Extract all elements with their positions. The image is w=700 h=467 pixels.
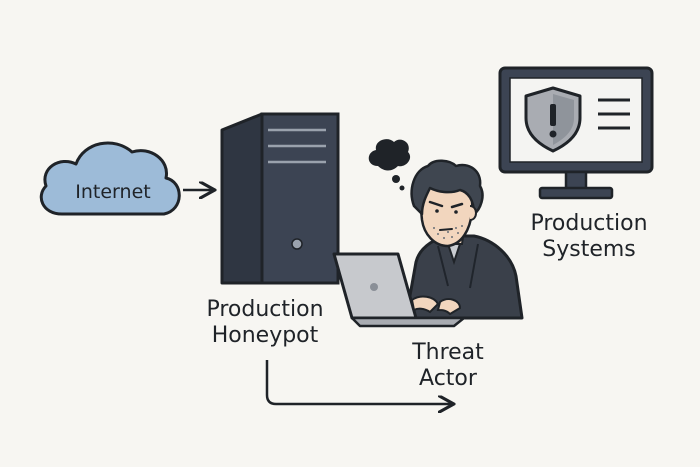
production-systems-label-line2: Systems xyxy=(542,237,636,262)
cloud-icon xyxy=(39,141,181,216)
production-systems-label-line1: Production xyxy=(530,211,648,236)
threat-actor-label: Threat Actor xyxy=(388,340,508,392)
production-systems-label: Production Systems xyxy=(498,211,680,263)
honeypot-label-line2: Honeypot xyxy=(211,323,319,348)
thought-bubble-icon xyxy=(368,139,411,191)
internet-label-text: Internet xyxy=(75,181,151,203)
monitor-shield-alert-icon xyxy=(498,66,654,200)
internet-label: Internet xyxy=(48,180,178,204)
threat-actor-label-line2: Actor xyxy=(419,366,477,391)
honeypot-label-line1: Production xyxy=(206,297,324,322)
threat-actor-label-line1: Threat xyxy=(412,340,484,365)
honeypot-to-actor-arrow xyxy=(265,360,452,404)
hacker-with-laptop-icon xyxy=(332,159,524,328)
server-tower-icon xyxy=(220,112,340,285)
honeypot-label: Production Honeypot xyxy=(176,297,354,349)
